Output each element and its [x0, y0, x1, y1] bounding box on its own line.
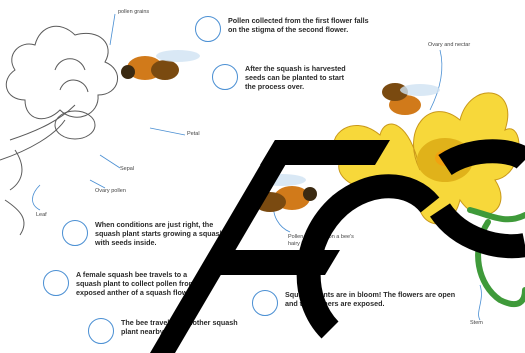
watermark — [0, 0, 525, 353]
infographic-page: pollen grains Ovary and nectar Petal Sep… — [0, 0, 525, 353]
